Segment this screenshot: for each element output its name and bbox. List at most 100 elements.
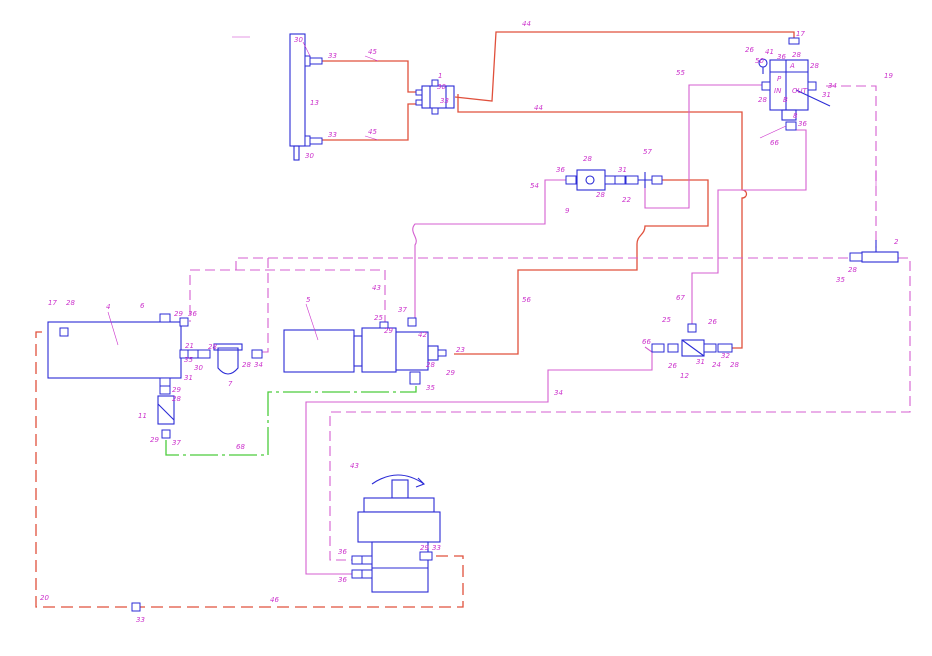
label-36-valve: 36 bbox=[798, 120, 807, 128]
label-54: 54 bbox=[530, 182, 539, 190]
label-44-top: 44 bbox=[522, 20, 531, 28]
line-19 bbox=[826, 85, 877, 248]
label-29-check: 29 bbox=[172, 386, 181, 394]
valve-port-b: B bbox=[783, 96, 788, 104]
leader-lines bbox=[107, 36, 877, 346]
label-66-block: 66 bbox=[642, 338, 651, 346]
component-9-filter bbox=[565, 169, 626, 191]
label-20: 20 bbox=[40, 594, 49, 602]
label-28-pump: 28 bbox=[426, 361, 435, 369]
label-28-suction: 28 bbox=[208, 343, 217, 351]
label-13: 13 bbox=[310, 99, 319, 107]
line-20-return bbox=[35, 331, 464, 608]
label-37-pump: 37 bbox=[398, 306, 407, 314]
component-3-hydraulic-motor bbox=[351, 474, 441, 593]
label-11: 11 bbox=[138, 412, 147, 420]
label-19: 19 bbox=[884, 72, 893, 80]
label-46: 46 bbox=[270, 596, 279, 604]
label-56: 56 bbox=[522, 296, 531, 304]
label-35-tee: 35 bbox=[836, 276, 845, 284]
label-30-tank: 30 bbox=[194, 364, 203, 372]
line-34 bbox=[305, 346, 653, 575]
pipe-lines bbox=[35, 31, 911, 608]
component-7-filter bbox=[197, 343, 263, 375]
label-34-suction: 34 bbox=[254, 361, 263, 369]
valve-port-in: IN bbox=[774, 87, 782, 95]
label-50: 50 bbox=[755, 57, 764, 65]
label-29-pump-out: 29 bbox=[446, 369, 455, 377]
label-45-bottom: 45 bbox=[368, 128, 377, 136]
label-29-tank: 29 bbox=[174, 310, 183, 318]
label-36-motor-b: 36 bbox=[338, 576, 347, 584]
line-54 bbox=[412, 179, 567, 322]
label-26-block: 26 bbox=[708, 318, 717, 326]
label-33-motor: 33 bbox=[432, 544, 441, 552]
label-33-return: 33 bbox=[136, 616, 145, 624]
label-7: 7 bbox=[228, 380, 233, 388]
label-17-tank: 17 bbox=[48, 299, 57, 307]
label-12: 12 bbox=[680, 372, 689, 380]
label-30-bottom: 30 bbox=[305, 152, 314, 160]
label-41: 41 bbox=[765, 48, 774, 56]
label-67: 67 bbox=[676, 294, 685, 302]
label-21-tank: 21 bbox=[185, 342, 194, 350]
line-43 bbox=[329, 257, 911, 561]
label-36-tank: 36 bbox=[188, 310, 197, 318]
label-9: 9 bbox=[565, 207, 570, 215]
component-1-manifold bbox=[415, 79, 455, 115]
fitting-33-return bbox=[131, 602, 141, 612]
label-33-manifold: 33 bbox=[440, 97, 449, 105]
component-16-tee bbox=[625, 172, 663, 188]
valve-port-p: P bbox=[777, 75, 782, 83]
label-28-block: 28 bbox=[730, 361, 739, 369]
label-25-block: 25 bbox=[662, 316, 671, 324]
component-2-tee bbox=[849, 240, 899, 263]
valve-port-out: OUT bbox=[792, 87, 808, 95]
label-28-valve: 28 bbox=[792, 51, 801, 59]
component-8-valve bbox=[758, 37, 831, 131]
label-28-tee: 28 bbox=[848, 266, 857, 274]
label-1: 1 bbox=[438, 72, 442, 80]
label-30-manifold: 30 bbox=[437, 83, 446, 91]
label-29-pump: 29 bbox=[384, 327, 393, 335]
label-28-filter: 28 bbox=[583, 155, 592, 163]
label-33-bottom: 33 bbox=[328, 131, 337, 139]
label-34-valve: 34 bbox=[828, 82, 837, 90]
line-45-top bbox=[322, 60, 422, 93]
label-23: 23 bbox=[456, 346, 465, 354]
label-33-top: 33 bbox=[328, 52, 337, 60]
component-11-valve bbox=[157, 385, 175, 439]
label-24: 24 bbox=[712, 361, 721, 369]
label-6: 6 bbox=[140, 302, 145, 310]
component-labels: 30 33 45 13 33 45 30 1 30 33 44 44 55 17… bbox=[40, 20, 899, 624]
label-2: 2 bbox=[894, 238, 899, 246]
label-32: 32 bbox=[721, 352, 730, 360]
label-35-pump: 35 bbox=[426, 384, 435, 392]
line-67 bbox=[691, 129, 807, 325]
label-28-valve-left: 28 bbox=[758, 96, 767, 104]
line-44-lower bbox=[457, 94, 748, 349]
line-16 bbox=[262, 258, 269, 353]
label-29-motor: 29 bbox=[420, 544, 429, 552]
label-26-block-b: 26 bbox=[668, 362, 677, 370]
label-45-top: 45 bbox=[368, 48, 377, 56]
label-44-mid: 44 bbox=[534, 104, 543, 112]
label-55: 55 bbox=[676, 69, 685, 77]
label-28-tank: 28 bbox=[66, 299, 75, 307]
line-36-loop bbox=[205, 269, 386, 322]
label-66: 66 bbox=[770, 139, 779, 147]
line-68-drain bbox=[165, 386, 417, 456]
label-26-valve: 26 bbox=[745, 46, 754, 54]
label-31-block: 31 bbox=[696, 358, 705, 366]
label-57: 57 bbox=[643, 148, 652, 156]
component-13-cooler bbox=[289, 33, 323, 161]
label-22: 22 bbox=[622, 196, 631, 204]
label-28-suction-b: 28 bbox=[242, 361, 251, 369]
label-8: 8 bbox=[793, 112, 798, 120]
label-43-top: 43 bbox=[372, 284, 381, 292]
valve-port-a: A bbox=[789, 62, 795, 70]
line-18 bbox=[189, 257, 848, 322]
line-45-bottom bbox=[322, 103, 422, 141]
component-5-motor-pump bbox=[283, 317, 447, 385]
